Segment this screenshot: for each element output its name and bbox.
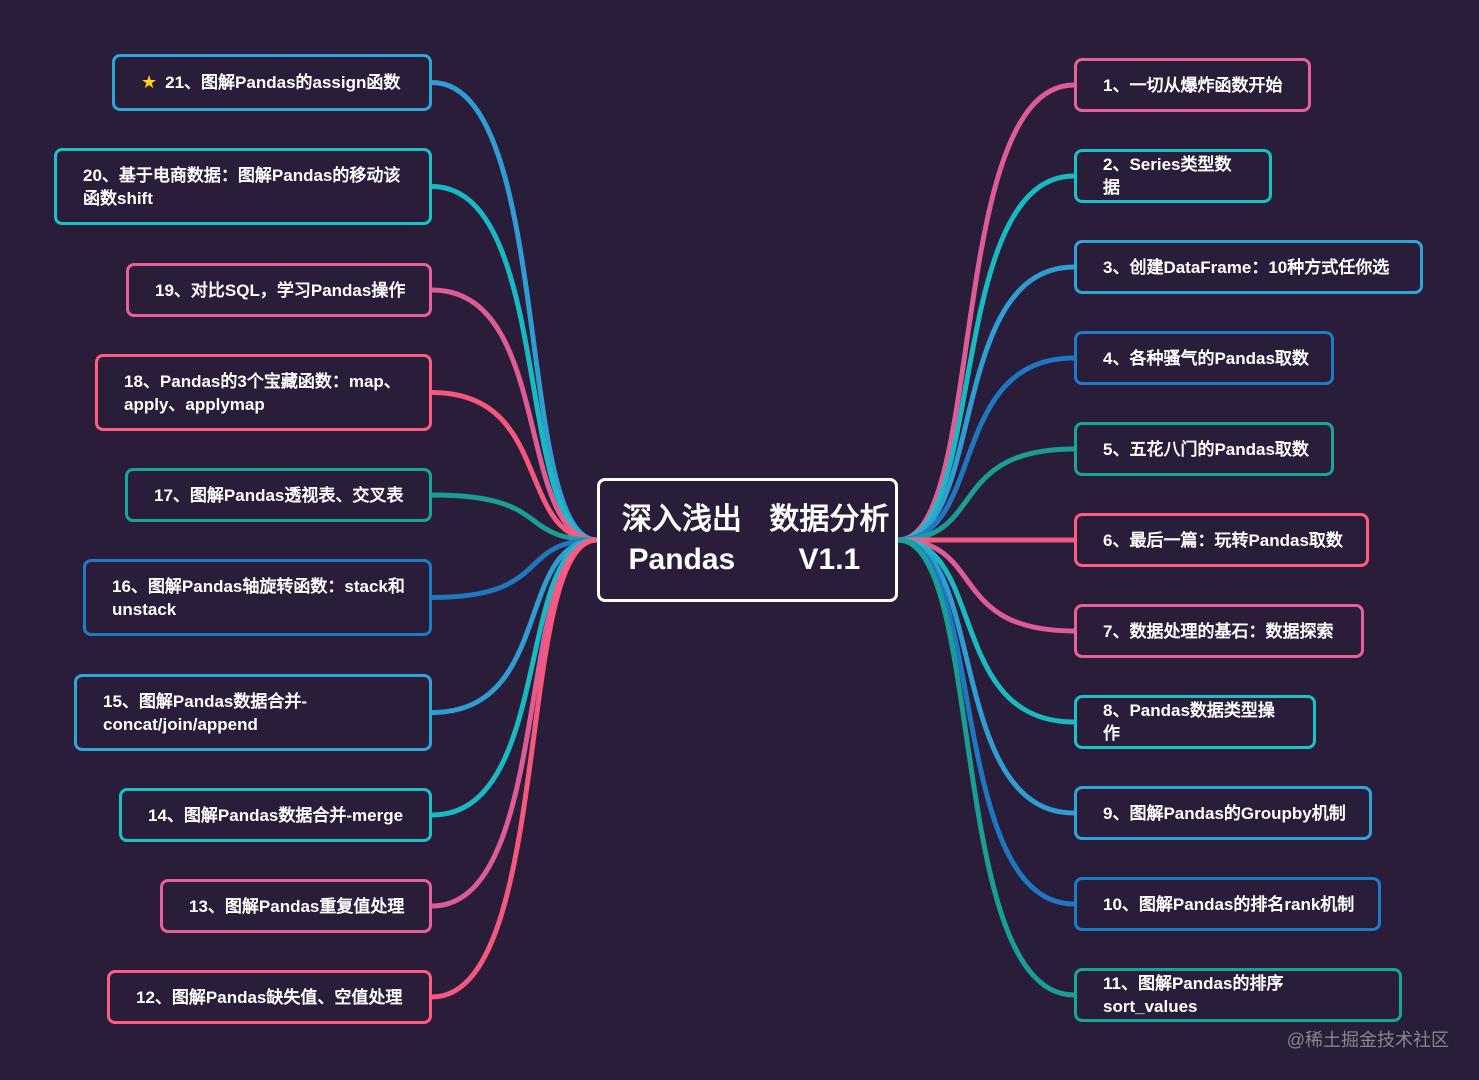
branch-link <box>429 492 600 543</box>
topic-node-14[interactable]: 14、图解Pandas数据合并-merge <box>119 788 432 842</box>
branch-link <box>429 537 600 715</box>
branch-link <box>429 390 600 543</box>
branch-link <box>895 355 1077 543</box>
topic-node-19[interactable]: 19、对比SQL，学习Pandas操作 <box>126 263 432 317</box>
topic-label: 5、五花八门的Pandas取数 <box>1103 439 1309 459</box>
topic-label: 10、图解Pandas的排名rank机制 <box>1103 894 1355 914</box>
topic-node-3[interactable]: 3、创建DataFrame：10种方式任你选 <box>1074 240 1423 294</box>
topic-label: 21、图解Pandas的assign函数 <box>165 73 401 92</box>
branch-link <box>895 537 1077 634</box>
topic-node-4[interactable]: 4、各种骚气的Pandas取数 <box>1074 331 1334 385</box>
topic-node-16[interactable]: 16、图解Pandas轴旋转函数：stack和unstack <box>83 559 432 636</box>
topic-label: 11、图解Pandas的排序sort_values <box>1103 974 1284 1016</box>
branch-link <box>895 173 1077 543</box>
topic-node-8[interactable]: 8、Pandas数据类型操作 <box>1074 695 1316 749</box>
star-icon: ★ <box>141 72 158 92</box>
topic-node-10[interactable]: 10、图解Pandas的排名rank机制 <box>1074 877 1381 931</box>
branch-link <box>429 287 600 543</box>
topic-label: 16、图解Pandas轴旋转函数：stack和unstack <box>112 576 405 619</box>
topic-node-13[interactable]: 13、图解Pandas重复值处理 <box>160 879 432 933</box>
branch-link <box>895 537 1077 816</box>
topic-node-6[interactable]: 6、最后一篇：玩转Pandas取数 <box>1074 513 1369 567</box>
topic-node-17[interactable]: 17、图解Pandas透视表、交叉表 <box>125 468 432 522</box>
branch-link <box>895 537 1077 998</box>
topic-node-9[interactable]: 9、图解Pandas的Groupby机制 <box>1074 786 1372 840</box>
topic-label: 13、图解Pandas重复值处理 <box>189 896 405 916</box>
topic-label: 18、Pandas的3个宝藏函数：map、apply、applymap <box>124 371 401 414</box>
topic-node-1[interactable]: 1、一切从爆炸函数开始 <box>1074 58 1311 112</box>
branch-link <box>429 537 600 1000</box>
central-topic[interactable]: 深入浅出Pandas 数据分析V1.1 <box>597 478 898 602</box>
branch-link <box>429 537 600 600</box>
branch-link <box>895 446 1077 543</box>
topic-node-2[interactable]: 2、Series类型数据 <box>1074 149 1272 203</box>
branch-link <box>429 80 600 543</box>
branch-link <box>429 184 600 543</box>
topic-node-15[interactable]: 15、图解Pandas数据合并-concat/join/append <box>74 674 432 751</box>
topic-label: 2、Series类型数据 <box>1103 155 1232 197</box>
central-topic-line2: 数据分析V1.1 <box>769 503 890 576</box>
topic-label: 4、各种骚气的Pandas取数 <box>1103 348 1309 368</box>
topic-label: 1、一切从爆炸函数开始 <box>1103 75 1283 95</box>
topic-label: 3、创建DataFrame：10种方式任你选 <box>1103 257 1390 277</box>
topic-label: 7、数据处理的基石：数据探索 <box>1103 621 1334 641</box>
watermark: @稀土掘金技术社区 <box>1286 1030 1449 1050</box>
topic-node-7[interactable]: 7、数据处理的基石：数据探索 <box>1074 604 1364 658</box>
topic-node-5[interactable]: 5、五花八门的Pandas取数 <box>1074 422 1334 476</box>
topic-node-18[interactable]: 18、Pandas的3个宝藏函数：map、apply、applymap <box>95 354 432 431</box>
central-topic-line1: 深入浅出Pandas <box>621 503 742 576</box>
topic-label: 19、对比SQL，学习Pandas操作 <box>155 280 406 300</box>
topic-label: 14、图解Pandas数据合并-merge <box>148 805 404 825</box>
topic-label: 6、最后一篇：玩转Pandas取数 <box>1103 530 1343 550</box>
branch-link <box>429 537 600 818</box>
branch-link <box>895 82 1077 543</box>
topic-node-20[interactable]: 20、基于电商数据：图解Pandas的移动该函数shift <box>54 148 432 225</box>
topic-label: 15、图解Pandas数据合并-concat/join/append <box>103 691 308 734</box>
topic-label: 17、图解Pandas透视表、交叉表 <box>154 485 404 505</box>
topic-label: 9、图解Pandas的Groupby机制 <box>1103 803 1346 823</box>
topic-label: 12、图解Pandas缺失值、空值处理 <box>136 987 403 1007</box>
topic-label: 20、基于电商数据：图解Pandas的移动该函数shift <box>83 165 401 208</box>
branch-link <box>895 264 1077 543</box>
topic-node-12[interactable]: 12、图解Pandas缺失值、空值处理 <box>107 970 432 1024</box>
topic-node-21[interactable]: ★ 21、图解Pandas的assign函数 <box>112 54 432 111</box>
branch-link <box>895 537 1077 725</box>
topic-label: 8、Pandas数据类型操作 <box>1103 701 1275 743</box>
topic-node-11[interactable]: 11、图解Pandas的排序sort_values <box>1074 968 1402 1022</box>
